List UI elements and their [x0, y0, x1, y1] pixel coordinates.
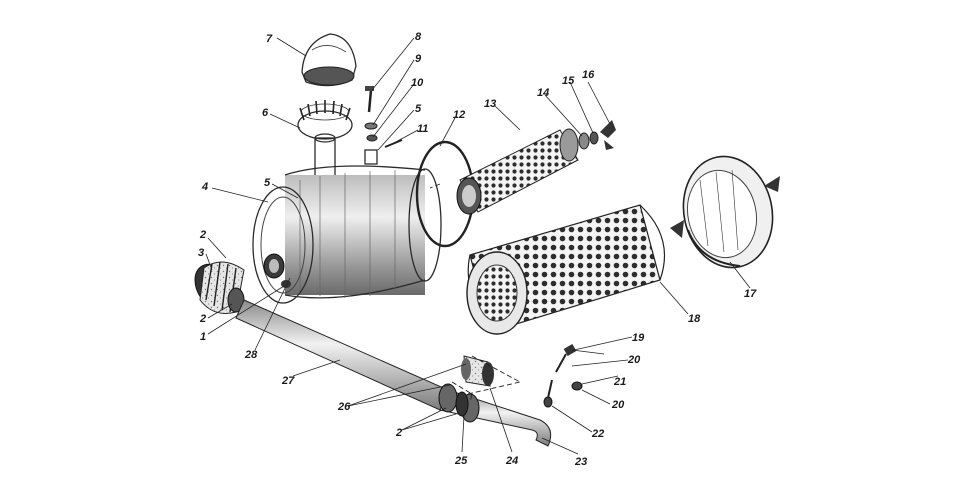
label-part-12: 12 [453, 109, 465, 121]
label-part-6: 6 [262, 107, 269, 119]
label-part-24: 24 [505, 455, 518, 467]
label-part-22: 22 [591, 428, 604, 440]
part-labels: 7 8 9 10 6 5 11 12 13 14 15 16 4 5 2 3 2… [198, 31, 757, 468]
part-24-sleeve [461, 355, 494, 387]
nut-10 [366, 134, 378, 142]
label-part-26: 26 [337, 401, 351, 413]
part-18-main-filter [466, 204, 666, 335]
part-5-housing [252, 149, 442, 304]
label-part-5-top: 5 [415, 103, 422, 115]
label-part-11: 11 [417, 123, 428, 135]
label-part-25: 25 [454, 455, 468, 467]
label-part-17: 17 [744, 288, 757, 300]
label-part-2-b: 2 [199, 313, 206, 325]
bolt-8 [365, 86, 374, 113]
label-part-10: 10 [411, 77, 424, 89]
label-part-3: 3 [198, 247, 204, 259]
part-21-nut [571, 381, 583, 391]
label-part-23: 23 [574, 456, 587, 468]
part-6-precleaner [297, 100, 353, 189]
label-part-14: 14 [537, 87, 549, 99]
part-14-washer [578, 132, 590, 150]
label-part-9: 9 [415, 53, 422, 65]
part-15-washer [589, 131, 599, 145]
label-part-2-c: 2 [395, 427, 402, 439]
label-part-2-a: 2 [199, 229, 206, 241]
label-part-15: 15 [562, 75, 575, 87]
part-19-fitting [555, 344, 577, 373]
label-part-13: 13 [484, 98, 496, 110]
part-16-wing-nut [600, 120, 616, 150]
label-part-19: 19 [632, 332, 645, 344]
label-part-21: 21 [613, 376, 626, 388]
part-17-end-cover [670, 155, 780, 269]
part-7-cap [301, 33, 357, 87]
label-part-18: 18 [688, 313, 701, 325]
label-part-27: 27 [281, 375, 295, 387]
label-part-1: 1 [200, 331, 206, 343]
label-part-8: 8 [415, 31, 422, 43]
label-part-5-body: 5 [264, 177, 271, 189]
part-25-clamp [455, 391, 469, 417]
part-13-filter-element [456, 128, 579, 215]
label-part-4: 4 [201, 181, 208, 193]
leader-lines [205, 37, 751, 455]
label-part-7: 7 [266, 33, 273, 45]
assembly-lines [429, 183, 521, 403]
label-part-20-b: 20 [611, 399, 625, 411]
part-22-fitting [543, 379, 553, 408]
washer-9 [364, 122, 378, 130]
label-part-16: 16 [582, 69, 595, 81]
label-part-28: 28 [244, 349, 258, 361]
label-part-20-a: 20 [627, 354, 641, 366]
